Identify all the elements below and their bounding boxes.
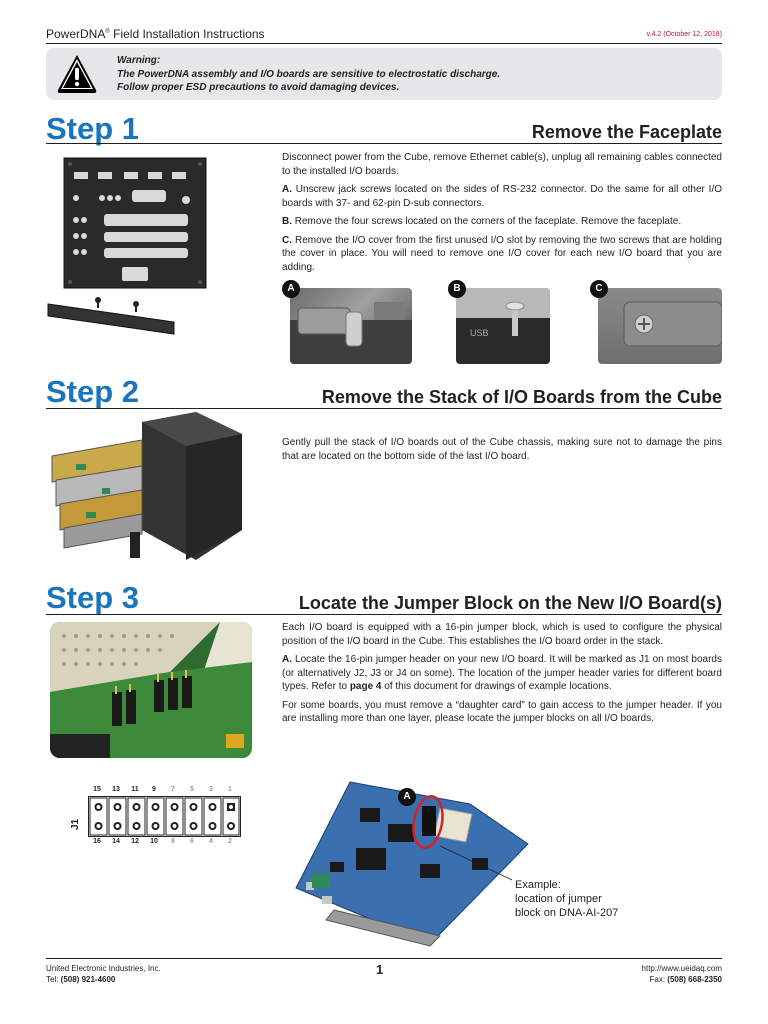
fax: Fax: (508) 668-2350 — [649, 975, 723, 984]
warning-line-2: Follow proper ESD precautions to avoid d… — [117, 82, 400, 93]
footer-rule — [46, 958, 722, 959]
pin-number: 14 — [112, 838, 120, 845]
warning-box — [46, 48, 722, 100]
step2-para-1: Gently pull the stack of I/O boards out … — [282, 437, 722, 462]
pin-number: 10 — [150, 838, 158, 845]
header-rule — [46, 43, 722, 44]
step2-label: Step 2 — [46, 374, 140, 409]
example-line-1: Example: — [515, 879, 561, 891]
step3-label: Step 3 — [46, 580, 140, 615]
company-name: United Electronic Industries, Inc. — [46, 964, 161, 973]
badge-c: C — [590, 280, 608, 298]
footer-contact: http://www.ueidaq.com Fax: (508) 668-235… — [642, 963, 722, 985]
pin-number: 2 — [228, 838, 232, 845]
step2-rule — [46, 408, 722, 409]
step1-title: Remove the Faceplate — [531, 122, 722, 142]
photo-b-screw: USB — [456, 288, 550, 364]
step2-title: Remove the Stack of I/O Boards from the … — [321, 387, 722, 407]
example-caption: Example: location of jumper block on DNA… — [515, 878, 618, 920]
jumper-diagram: 15 13 11 9 7 5 3 1 J1 — [70, 786, 250, 848]
svg-text:USB: USB — [470, 328, 489, 338]
pin-number: 4 — [209, 838, 213, 845]
pin-number: 13 — [112, 786, 120, 793]
step1-para-a: A. Unscrew jack screws located on the si… — [282, 184, 722, 209]
step2-text: Gently pull the stack of I/O boards out … — [282, 436, 722, 468]
pin-number: 3 — [209, 786, 213, 793]
step1-para-b: B. Remove the four screws located on the… — [282, 216, 682, 227]
badge-a: A — [282, 280, 300, 298]
pin-number: 12 — [131, 838, 139, 845]
step1-para-1: Disconnect power from the Cube, remove E… — [282, 152, 722, 177]
jumper-pins — [88, 796, 241, 837]
board-badge-a: A — [398, 788, 416, 806]
step3-title: Locate the Jumper Block on the New I/O B… — [298, 593, 722, 613]
photo-a-rs232 — [290, 288, 412, 364]
pin-number: 16 — [93, 838, 101, 845]
jumper-photo — [50, 622, 252, 758]
pin-number: 8 — [171, 838, 175, 845]
example-line-3: block on DNA-AI-207 — [515, 907, 619, 919]
bottom-pin-numbers: 16 14 12 10 8 6 4 2 — [88, 838, 248, 848]
step3-para-a: A. Locate the 16-pin jumper header on yo… — [282, 654, 722, 692]
step3-para-2: For some boards, you must remove a “daug… — [282, 699, 722, 725]
step3-rule — [46, 614, 722, 615]
step3-para-1: Each I/O board is equipped with a 16-pin… — [282, 622, 722, 647]
step3-text: Each I/O board is equipped with a 16-pin… — [282, 621, 722, 731]
step1-rule — [46, 143, 722, 144]
warning-triangle-icon — [55, 52, 99, 96]
page-number: 1 — [376, 962, 384, 977]
photo-c-cover — [598, 288, 722, 364]
example-line-2: location of jumper — [515, 893, 602, 905]
board-image — [290, 778, 530, 948]
warning-text: Warning: The PowerDNA assembly and I/O b… — [117, 54, 500, 95]
pin-number: 11 — [131, 786, 139, 793]
document-title: PowerDNA® Field Installation Instruction… — [46, 27, 265, 41]
website-link[interactable]: http://www.ueidaq.com — [641, 964, 722, 973]
phone: Tel: (508) 921-4600 — [46, 975, 116, 984]
jumper-label: J1 — [70, 818, 81, 830]
pin-number: 6 — [190, 838, 194, 845]
cube-image — [46, 412, 246, 566]
pin-number: 1 — [228, 786, 232, 793]
version-label: v.4.2 (October 12, 2018) — [646, 31, 722, 38]
step1-label: Step 1 — [46, 111, 140, 146]
pin-number: 7 — [171, 786, 175, 793]
step1-text: Disconnect power from the Cube, remove E… — [282, 151, 722, 279]
footer-company: United Electronic Industries, Inc. Tel: … — [46, 963, 161, 985]
warning-line-1: The PowerDNA assembly and I/O boards are… — [117, 68, 501, 80]
step1-para-c: C. Remove the I/O cover from the first u… — [282, 234, 722, 273]
warning-heading: Warning: — [117, 55, 161, 66]
top-pin-numbers: 15 13 11 9 7 5 3 1 — [88, 786, 248, 796]
faceplate-image — [46, 152, 212, 348]
pin-number: 15 — [93, 786, 101, 793]
badge-b: B — [448, 280, 466, 298]
pin-number: 9 — [152, 786, 156, 793]
pin-number: 5 — [190, 786, 194, 793]
